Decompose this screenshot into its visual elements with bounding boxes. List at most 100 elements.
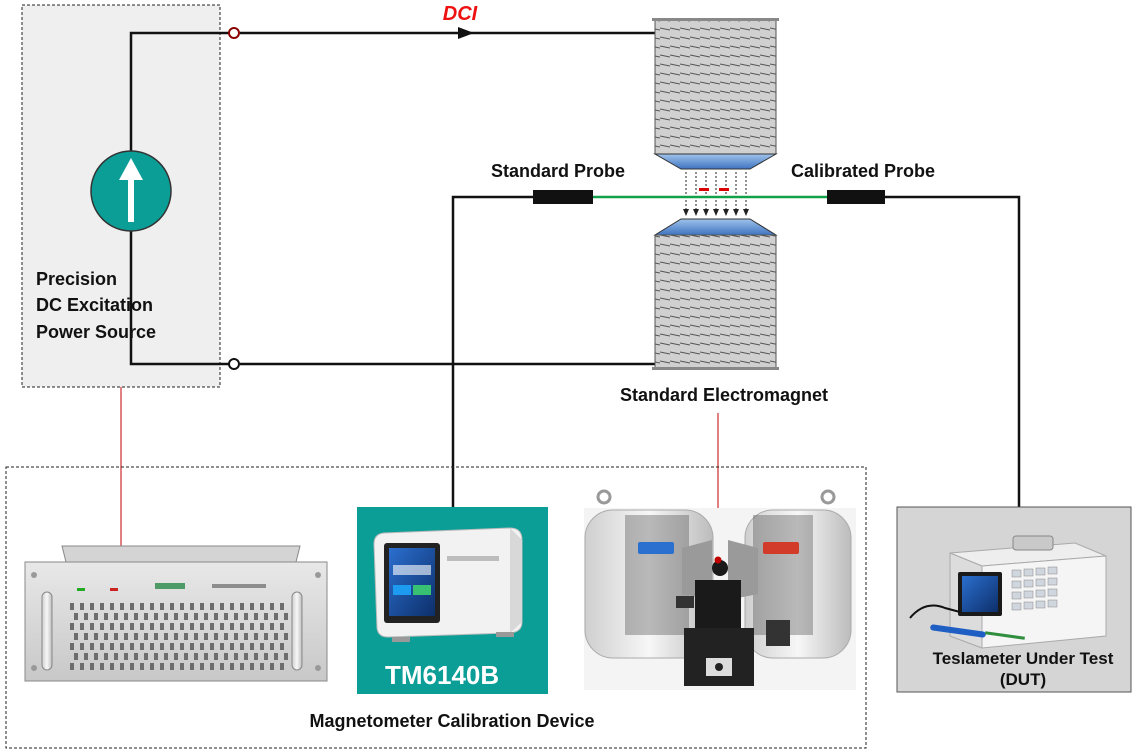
vent-slot [124, 613, 128, 620]
vent-slot [194, 613, 198, 620]
vent-slot [164, 613, 168, 620]
field-arrowheads [683, 209, 749, 216]
vent-slot [170, 603, 174, 610]
vent-slot [164, 633, 168, 640]
vent-slot [180, 603, 184, 610]
teslameter-label-line1: Teslameter Under Test [933, 649, 1114, 668]
vent-slot [100, 623, 104, 630]
vent-slot [184, 633, 188, 640]
vent-slot [84, 653, 88, 660]
vent-slot [224, 613, 228, 620]
tm6140b-device-image [373, 527, 523, 642]
tm6140b-label: TM6140B [385, 660, 499, 690]
vent-slot [184, 653, 188, 660]
vent-slot [240, 603, 244, 610]
vent-slot [250, 663, 254, 670]
vent-slot [254, 633, 258, 640]
electromagnet-bottom [652, 218, 779, 370]
power-source-label-line3: Power Source [36, 322, 156, 342]
vent-slot [114, 613, 118, 620]
vent-slot [74, 613, 78, 620]
vent-slot [234, 653, 238, 660]
vent-slot [270, 643, 274, 650]
vent-slot [234, 633, 238, 640]
vent-slot [280, 663, 284, 670]
vent-slot [260, 603, 264, 610]
vent-slot [230, 623, 234, 630]
negative-terminal [228, 358, 240, 370]
vent-slot [210, 663, 214, 670]
vent-slot [150, 643, 154, 650]
electromagnet-top [652, 18, 779, 170]
vent-slot [110, 603, 114, 610]
vent-slot [230, 643, 234, 650]
electromagnet-product-image [584, 489, 856, 690]
vent-slot [100, 603, 104, 610]
vent-slot [134, 653, 138, 660]
calibrated-probe-cable [885, 195, 1021, 507]
vent-slot [220, 623, 224, 630]
vent-slot [154, 653, 158, 660]
vent-slot [220, 643, 224, 650]
vent-slot [190, 663, 194, 670]
vent-slot [194, 653, 198, 660]
vent-slot [94, 613, 98, 620]
vent-slot [170, 623, 174, 630]
vent-slot [104, 613, 108, 620]
vent-slot [180, 643, 184, 650]
vent-slot [194, 633, 198, 640]
teslameter-device-image [909, 535, 1107, 649]
vent-slot [200, 623, 204, 630]
vent-slot [204, 633, 208, 640]
vent-slot [210, 603, 214, 610]
vent-slot [250, 643, 254, 650]
vent-slot [80, 623, 84, 630]
vent-slot [174, 613, 178, 620]
vent-slot [220, 663, 224, 670]
vent-slot [174, 653, 178, 660]
vent-slot [90, 603, 94, 610]
vent-slot [224, 633, 228, 640]
vent-slot [80, 663, 84, 670]
vent-slot [80, 603, 84, 610]
vent-slot [244, 653, 248, 660]
vent-slot [214, 613, 218, 620]
vent-slot [250, 623, 254, 630]
vent-slot [280, 623, 284, 630]
vent-slot [274, 633, 278, 640]
vent-slot [220, 603, 224, 610]
vent-slot [270, 623, 274, 630]
vent-slot [190, 603, 194, 610]
vent-slot [94, 653, 98, 660]
vent-slot [144, 633, 148, 640]
vent-slot [184, 613, 188, 620]
probe-element-left [699, 188, 709, 191]
vent-slot [230, 663, 234, 670]
vent-slot [254, 653, 258, 660]
vent-slot [260, 643, 264, 650]
vent-slot [114, 653, 118, 660]
vent-slot [124, 633, 128, 640]
vent-slot [214, 653, 218, 660]
vent-slot [160, 623, 164, 630]
vent-slot [120, 663, 124, 670]
power-source-label-line2: DC Excitation [36, 295, 153, 315]
vent-slot [74, 633, 78, 640]
standard-probe-cable [451, 195, 533, 507]
vent-slot [130, 663, 134, 670]
vent-slot [284, 633, 288, 640]
vent-slot [140, 663, 144, 670]
vent-slot [264, 653, 268, 660]
vent-slot [284, 653, 288, 660]
vent-slot [260, 623, 264, 630]
vent-slot [230, 603, 234, 610]
calibrated-probe-label: Calibrated Probe [791, 161, 935, 181]
vent-slot [140, 643, 144, 650]
probe-element-right [719, 188, 729, 191]
vent-slot [124, 653, 128, 660]
vent-slot [104, 653, 108, 660]
vent-slot [134, 613, 138, 620]
magnetic-field-lines [685, 172, 747, 211]
vent-slot [110, 663, 114, 670]
